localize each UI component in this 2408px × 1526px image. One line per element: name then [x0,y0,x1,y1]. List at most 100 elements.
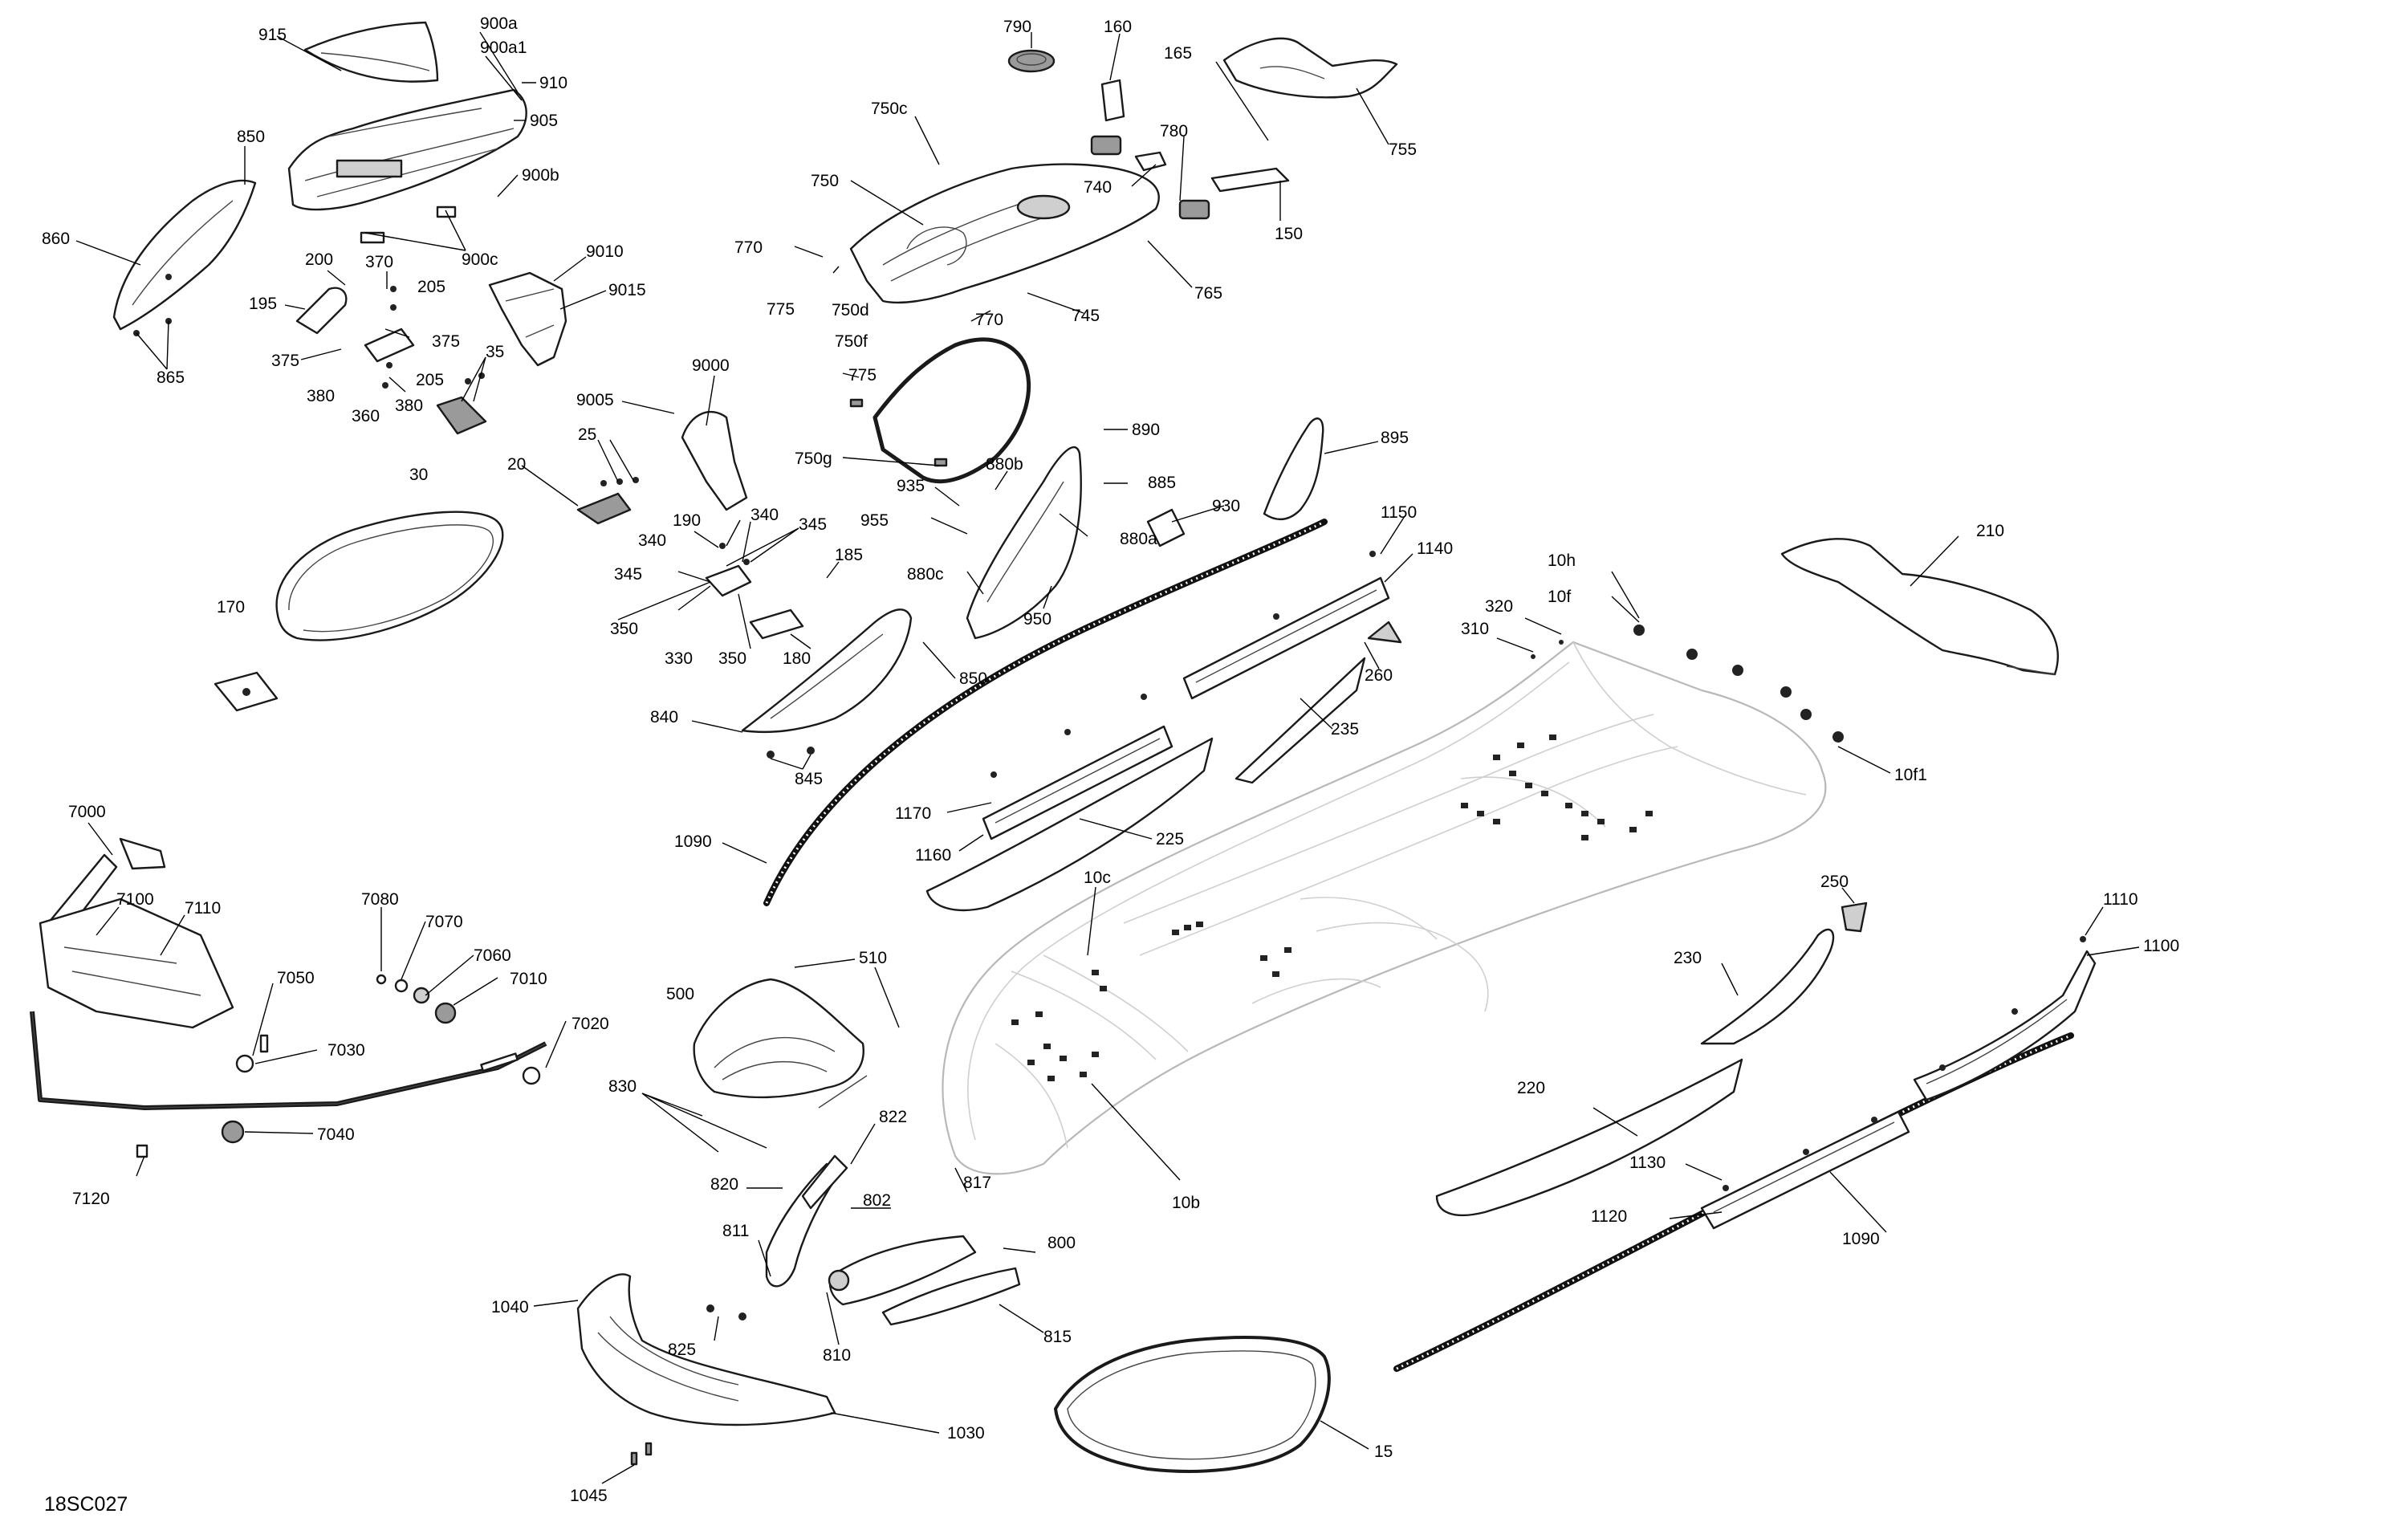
label-811: 811 [722,1222,749,1240]
label-345-left: 345 [614,565,642,584]
part-260-clip [1367,621,1402,644]
part-1090-rub-strip-top [763,519,1328,906]
label-10f1: 10f1 [1894,766,1927,784]
part-800-810-mirror [765,1154,1021,1326]
part-750-deck [849,135,1210,304]
part-9010-bracket [488,271,567,367]
label-1110: 1110 [2103,890,2138,909]
label-510: 510 [859,949,887,967]
label-320: 320 [1485,597,1513,616]
part-250-clip [1841,901,1868,933]
label-910: 910 [539,74,567,92]
label-817: 817 [963,1174,991,1192]
label-230: 230 [1674,949,1702,967]
label-340-right: 340 [750,506,779,524]
label-800: 800 [1047,1234,1076,1252]
label-930: 930 [1212,497,1240,515]
part-210-mat [1780,538,2059,676]
part-840-850-side [741,608,913,759]
label-260: 260 [1365,666,1393,685]
label-865: 865 [157,368,185,387]
label-1120: 1120 [1591,1207,1627,1226]
label-885: 885 [1148,474,1176,492]
label-170: 170 [217,598,245,617]
label-15: 15 [1374,1443,1393,1461]
label-830: 830 [608,1077,637,1096]
label-905: 905 [530,112,558,130]
label-745: 745 [1072,307,1100,325]
part-500-hood [693,978,868,1109]
part-15-seal [1054,1336,1331,1473]
label-770-left: 770 [734,238,763,257]
label-890: 890 [1132,421,1160,439]
label-1090-bottom: 1090 [1842,1230,1880,1248]
label-740: 740 [1084,178,1112,197]
label-750f: 750f [835,332,868,351]
label-790: 790 [1003,18,1031,36]
label-840: 840 [650,708,678,726]
label-895: 895 [1381,429,1409,447]
label-250: 250 [1820,873,1849,891]
label-340-left: 340 [638,531,666,550]
label-7080: 7080 [361,890,399,909]
part-10f-fasteners [1531,625,1844,743]
part-labels: 915 900a 900a1 910 905 850 900b 860 900c… [42,14,2179,1505]
label-820: 820 [710,1175,738,1194]
label-185: 185 [835,546,863,564]
label-10h: 10h [1548,551,1576,570]
label-1040: 1040 [491,1298,529,1316]
label-350-right: 350 [718,649,746,668]
part-1030-1040-bumper [576,1273,836,1466]
label-10f: 10f [1548,588,1571,606]
label-822: 822 [879,1108,907,1126]
part-180-clip [749,608,804,640]
label-345-right: 345 [799,515,827,534]
label-775-top: 775 [767,300,795,319]
label-750: 750 [811,172,839,190]
part-750g-gasket [849,337,1031,484]
part-225-graphic [925,737,1214,912]
label-500: 500 [666,985,694,1003]
label-9000: 9000 [692,356,730,375]
label-165: 165 [1164,44,1192,63]
part-235-graphic [1235,657,1366,784]
label-7030: 7030 [327,1041,365,1060]
leader-lines [75,31,2140,1484]
part-880a-panel [966,446,1186,640]
label-775-mid: 775 [848,366,877,385]
label-7120: 7120 [72,1190,110,1208]
label-235: 235 [1331,720,1359,739]
part-220-graphic [1435,1058,1743,1217]
part-160-clip [1100,79,1125,122]
label-850-top: 850 [237,128,265,146]
label-765: 765 [1194,284,1222,303]
label-9010: 9010 [586,242,624,261]
label-150: 150 [1275,225,1303,243]
label-750d: 750d [832,301,869,319]
label-7050: 7050 [277,969,315,987]
part-1100-1110-trim-bottom [1913,936,2097,1101]
label-360: 360 [352,407,380,425]
label-7000: 7000 [68,803,106,821]
part-915 [303,21,439,83]
label-200: 200 [305,250,333,269]
label-755: 755 [1389,140,1417,159]
label-205-bottom: 205 [416,371,444,389]
label-845: 845 [795,770,823,788]
label-350-left: 350 [610,620,638,638]
part-7010-steering-cable [30,974,547,1158]
label-815: 815 [1043,1328,1072,1346]
label-1100: 1100 [2143,937,2179,955]
part-790-cap [1007,49,1056,73]
label-1130: 1130 [1629,1154,1666,1172]
label-1090-top: 1090 [674,832,712,851]
diagram-code: 18SC027 [44,1493,128,1516]
label-10c: 10c [1084,869,1111,887]
label-7040: 7040 [317,1125,355,1144]
part-860-side-panel [112,179,257,336]
label-35: 35 [486,343,504,361]
label-375-left: 375 [271,352,299,370]
label-225: 225 [1156,830,1184,848]
label-7010: 7010 [510,970,547,988]
label-205-top: 205 [417,278,445,296]
